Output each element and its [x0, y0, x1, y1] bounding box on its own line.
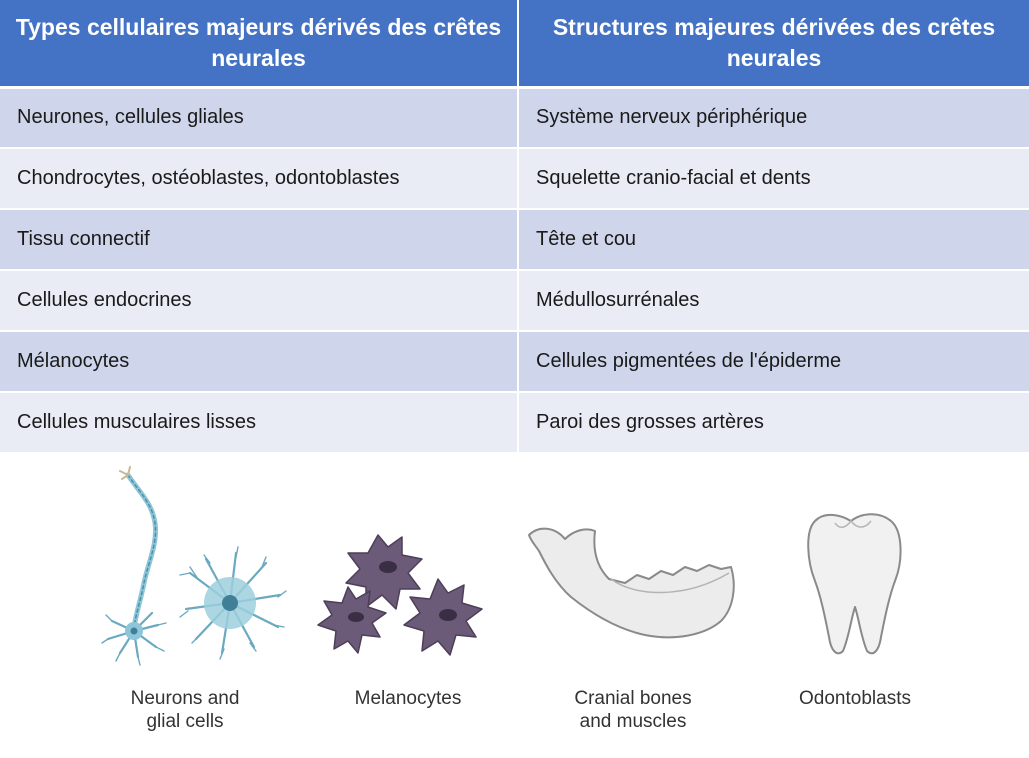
illustrations-panel: Neurons and glial cells Melanocytes Cran… — [0, 455, 1029, 758]
table-cell: Cellules pigmentées de l'épiderme — [518, 331, 1029, 393]
table-cell: Médullosurrénales — [518, 270, 1029, 332]
table-cell: Système nerveux périphérique — [518, 87, 1029, 149]
melanocytes-illustration — [308, 517, 508, 657]
table-header-row: Types cellulaires majeurs dérivés des cr… — [0, 0, 1029, 89]
table-cell: Cellules endocrines — [0, 270, 519, 332]
neural-crest-derivatives-table: Types cellulaires majeurs dérivés des cr… — [0, 0, 1029, 454]
header-cell-types: Types cellulaires majeurs dérivés des cr… — [0, 0, 519, 89]
melanocytes-caption: Melanocytes — [354, 688, 462, 709]
mandible-shape — [528, 527, 735, 639]
odontoblasts-caption: Odontoblasts — [799, 688, 911, 709]
neurons-caption: Neurons and glial cells — [130, 688, 240, 732]
cranial-caption: Cranial bones and muscles — [574, 688, 692, 732]
table-cell: Chondrocytes, ostéoblastes, odontoblaste… — [0, 148, 519, 210]
derivatives-table-container: Types cellulaires majeurs dérivés des cr… — [0, 0, 1029, 454]
neuron-glia-icon — [101, 466, 287, 666]
tooth-icon — [807, 513, 902, 655]
table-row: Chondrocytes, ostéoblastes, odontoblaste… — [0, 148, 1029, 210]
table-cell: Mélanocytes — [0, 331, 519, 393]
header-cell-structures: Structures majeures dérivées des crêtes … — [518, 0, 1029, 89]
table-cell: Cellules musculaires lisses — [0, 392, 519, 454]
mandible-icon — [528, 527, 735, 639]
table-row: Tissu connectif Tête et cou — [0, 209, 1029, 271]
table-row: Mélanocytes Cellules pigmentées de l'épi… — [0, 331, 1029, 393]
mandible-illustration — [525, 517, 740, 647]
table-cell: Tête et cou — [518, 209, 1029, 271]
table-row: Cellules musculaires lisses Paroi des gr… — [0, 392, 1029, 454]
neuron-glia-illustration — [100, 463, 290, 673]
melanocyte-icon — [317, 534, 483, 656]
tooth-shape — [807, 513, 902, 655]
table-cell: Paroi des grosses artères — [518, 392, 1029, 454]
tooth-illustration — [795, 507, 915, 667]
table-cell: Squelette cranio-facial et dents — [518, 148, 1029, 210]
table-row: Neurones, cellules gliales Système nerve… — [0, 87, 1029, 149]
table-cell: Tissu connectif — [0, 209, 519, 271]
table-cell: Neurones, cellules gliales — [0, 87, 519, 149]
table-row: Cellules endocrines Médullosurrénales — [0, 270, 1029, 332]
